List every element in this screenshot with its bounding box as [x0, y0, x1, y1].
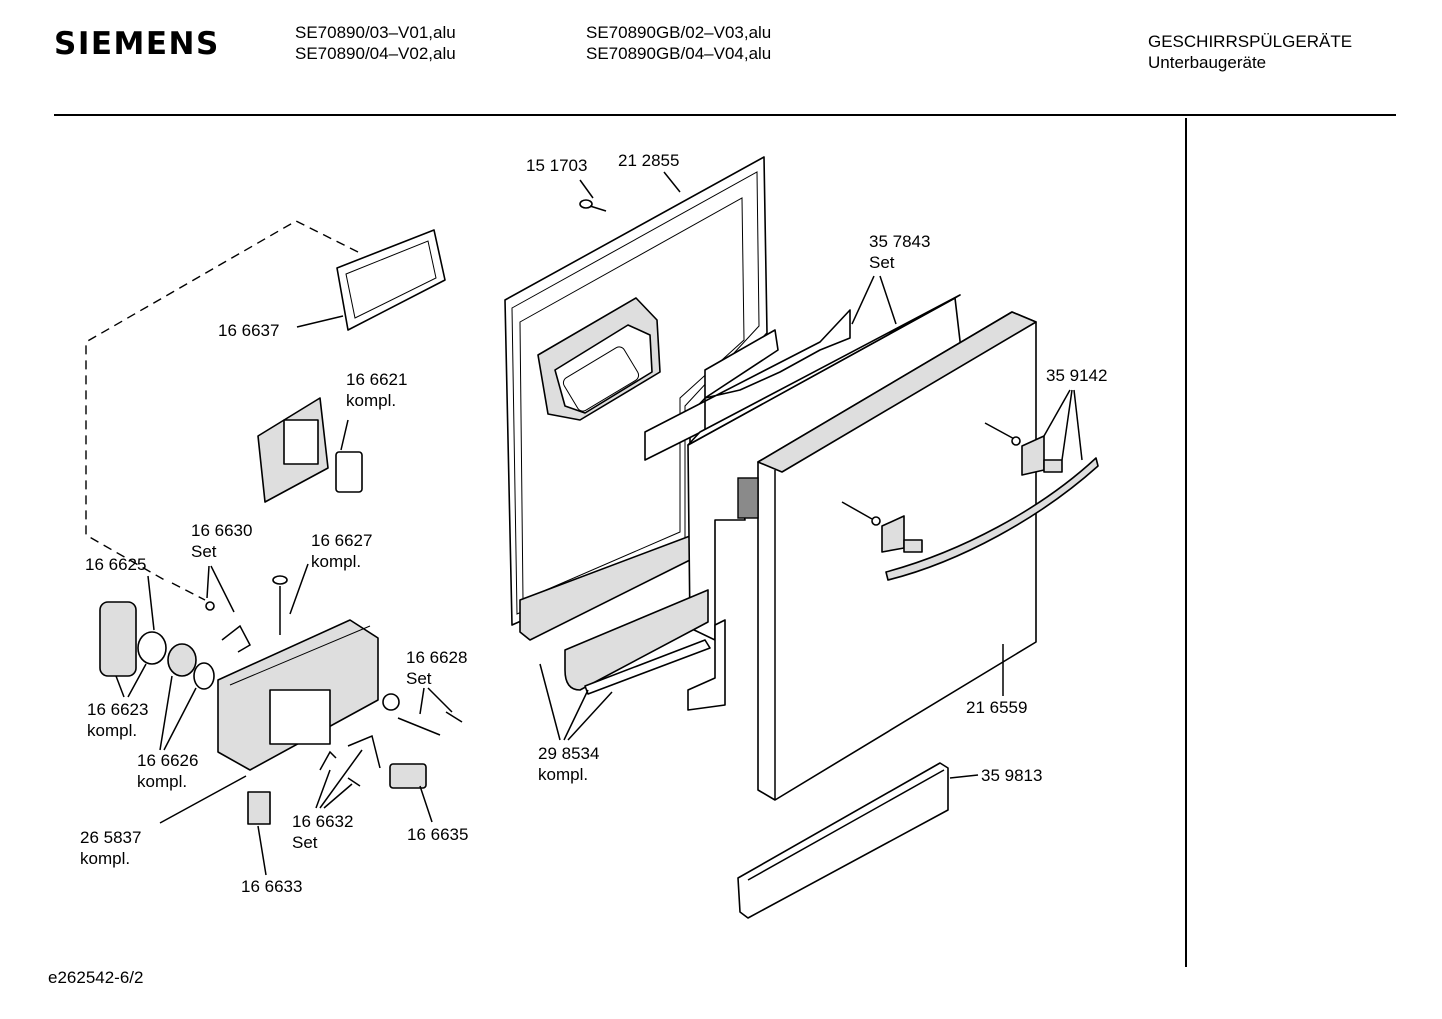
dispenser-body [217, 619, 379, 771]
hook-set [319, 734, 381, 787]
part-note: kompl. [538, 765, 588, 784]
leader-line [663, 171, 681, 193]
leader-line [1061, 389, 1073, 461]
leader-line [579, 179, 594, 199]
part-label: 16 6637 [218, 321, 279, 340]
part-label: 16 6633 [241, 877, 302, 896]
leader-line [427, 687, 453, 713]
leader-line [419, 785, 433, 823]
base-plinth [737, 762, 949, 919]
leader-line [851, 275, 875, 325]
part-note: kompl. [137, 772, 187, 791]
part-label: 35 7843 [869, 232, 930, 251]
model-list-1: SE70890/03–V01,alu SE70890/04–V02,alu [295, 22, 456, 64]
leader-line [159, 775, 247, 824]
small-bracket [247, 791, 271, 825]
leader-line [257, 825, 267, 876]
leader-line [163, 687, 197, 751]
brand-logo: SIEMENS [54, 26, 220, 62]
part-note: Set [406, 669, 432, 688]
solenoid [389, 763, 427, 789]
outer-door-front [737, 311, 1037, 801]
part-note: Set [869, 253, 895, 272]
part-label: 16 6625 [85, 555, 146, 574]
model-code: SE70890/03–V01,alu [295, 23, 456, 42]
leader-line [289, 563, 309, 615]
leader-line [1073, 389, 1083, 461]
part-label: 21 6559 [966, 698, 1027, 717]
part-note: kompl. [311, 552, 361, 571]
leader-line [563, 689, 589, 741]
part-label: 16 6635 [407, 825, 468, 844]
leader-line [340, 419, 349, 451]
side-divider [1185, 118, 1187, 967]
part-label: 29 8534 [538, 744, 599, 763]
part-note: kompl. [80, 849, 130, 868]
leader-line [419, 687, 425, 715]
model-code: SE70890/04–V02,alu [295, 44, 456, 63]
model-list-2: SE70890GB/02–V03,alu SE70890GB/04–V04,al… [586, 22, 771, 64]
category-title: GESCHIRRSPÜLGERÄTE [1148, 32, 1353, 51]
spring-clip [205, 601, 251, 653]
part-label: 16 6627 [311, 531, 372, 550]
part-label: 35 9813 [981, 766, 1042, 785]
leader-line [315, 769, 331, 809]
assembly-dashed-line [85, 220, 359, 583]
leader-line [319, 749, 363, 809]
seal-frame [336, 229, 446, 331]
rinse-aid-float [272, 575, 288, 635]
document-id: e262542-6/2 [48, 968, 144, 987]
leader-line [206, 565, 210, 599]
leader-line [949, 774, 979, 779]
door-handle [841, 422, 1099, 581]
subcategory-title: Unterbaugeräte [1148, 53, 1267, 72]
leader-line [127, 663, 147, 698]
part-label: 16 6626 [137, 751, 198, 770]
leader-line [296, 315, 344, 328]
dispenser-cap [99, 601, 215, 690]
part-note: Set [191, 542, 217, 561]
part-label: 26 5837 [80, 828, 141, 847]
inner-door-panel [504, 156, 768, 641]
model-code: SE70890GB/04–V04,alu [586, 44, 772, 63]
leader-line [210, 565, 235, 613]
category-block: GESCHIRRSPÜLGERÄTE Unterbaugeräte [1148, 31, 1352, 73]
part-label: 15 1703 [526, 156, 587, 175]
part-label: 16 6632 [292, 812, 353, 831]
leader-line [879, 275, 897, 325]
leader-line [323, 783, 353, 809]
part-label: 16 6630 [191, 521, 252, 540]
part-label: 35 9142 [1046, 366, 1107, 385]
part-label: 16 6623 [87, 700, 148, 719]
part-label: 21 2855 [618, 151, 679, 170]
dispenser-cover [257, 397, 363, 503]
leader-line [159, 675, 173, 751]
leader-line [1043, 389, 1071, 437]
part-label: 16 6621 [346, 370, 407, 389]
screw [579, 199, 607, 212]
header-divider [54, 114, 1396, 116]
leader-line [147, 575, 155, 631]
leader-line [539, 663, 561, 741]
lever-set [382, 693, 463, 736]
part-note: kompl. [87, 721, 137, 740]
part-note: Set [292, 833, 318, 852]
leader-line [115, 675, 125, 698]
assembly-dashed-line [171, 582, 206, 601]
part-label: 16 6628 [406, 648, 467, 667]
part-note: kompl. [346, 391, 396, 410]
model-code: SE70890GB/02–V03,alu [586, 23, 772, 42]
leader-line [567, 691, 613, 741]
